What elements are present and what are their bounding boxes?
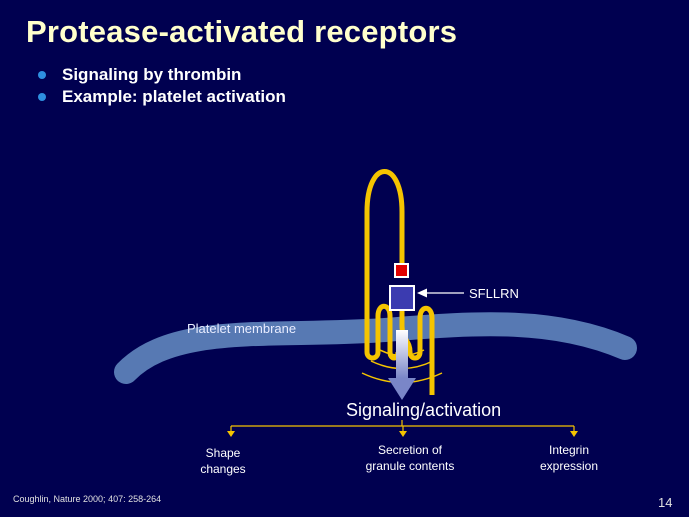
page-number: 14 bbox=[658, 495, 673, 510]
output-shape-changes: Shape changes bbox=[190, 445, 256, 477]
output-line: Integrin bbox=[548, 443, 590, 457]
output-arrowhead-icon bbox=[399, 431, 407, 437]
output-arrowhead-icon bbox=[227, 431, 235, 437]
sfllrn-arrowhead-icon bbox=[417, 288, 427, 298]
bullet-item: Signaling by thrombin bbox=[36, 64, 286, 86]
output-secretion: Secretion of granule contents bbox=[350, 442, 470, 474]
citation: Coughlin, Nature 2000; 407: 258-264 bbox=[13, 494, 162, 504]
slide-title: Protease-activated receptors bbox=[26, 14, 458, 49]
signaling-label: Signaling/activation bbox=[346, 400, 502, 420]
output-line: Shape bbox=[205, 446, 241, 460]
output-line: changes bbox=[200, 462, 246, 476]
sfllrn-label: SFLLRN bbox=[469, 286, 519, 301]
bullet-dot-icon bbox=[38, 71, 46, 79]
output-line: expression bbox=[539, 459, 599, 473]
bullet-item: Example: platelet activation bbox=[36, 86, 286, 108]
bullet-text: Signaling by thrombin bbox=[62, 65, 242, 84]
signaling-arrowhead-icon bbox=[388, 378, 416, 400]
receptor-transmembrane-helices bbox=[364, 303, 435, 395]
tethered-ligand-icon bbox=[389, 285, 415, 311]
cleavage-site-icon bbox=[394, 263, 409, 278]
output-line: granule contents bbox=[365, 459, 455, 473]
bullet-list: Signaling by thrombin Example: platelet … bbox=[36, 64, 286, 108]
platelet-membrane bbox=[114, 312, 637, 384]
bullet-text: Example: platelet activation bbox=[62, 87, 286, 106]
output-integrin: Integrin expression bbox=[526, 442, 612, 474]
output-arrowhead-icon bbox=[570, 431, 578, 437]
bullet-dot-icon bbox=[38, 93, 46, 101]
signaling-arrow-shaft bbox=[396, 330, 408, 378]
membrane-label: Platelet membrane bbox=[187, 321, 297, 336]
output-line: Secretion of bbox=[377, 443, 443, 457]
receptor-n-terminus bbox=[364, 169, 405, 330]
